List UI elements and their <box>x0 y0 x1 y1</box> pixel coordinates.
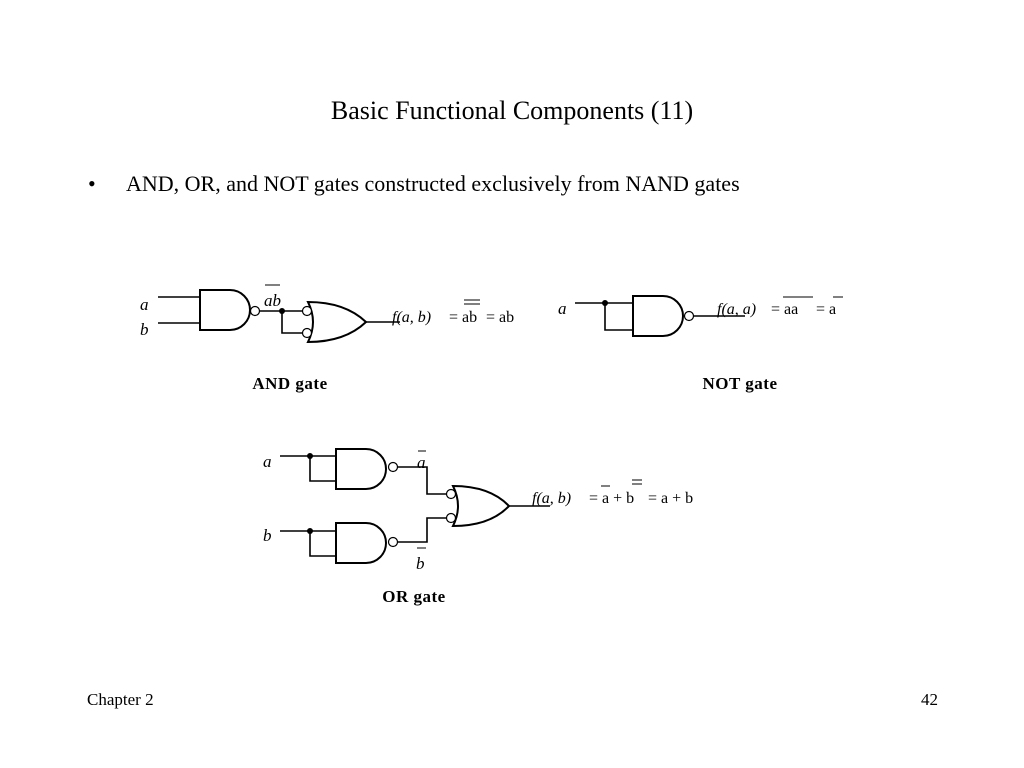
or-caption: OR gate <box>382 587 445 606</box>
or-wire-b-branch <box>309 531 336 557</box>
and-equation-rhs1: = ab <box>449 309 477 326</box>
not-equation-f: f(a, a) <box>717 301 756 318</box>
bullet-text: AND, OR, and NOT gates constructed exclu… <box>126 171 740 196</box>
or-equation-rhs2: = a + b <box>648 490 693 507</box>
not-input-a-label: a <box>558 299 567 318</box>
and-wire-mid-branch <box>281 311 310 334</box>
and-nand-bubble-1 <box>249 305 261 317</box>
or-inv-a-label: a <box>417 453 426 472</box>
and-caption: AND gate <box>252 374 327 393</box>
or-nand-gate-a <box>335 448 387 490</box>
footer-chapter: Chapter 2 <box>87 690 154 709</box>
or-wire-a-branch <box>309 456 336 482</box>
or-input-a-label: a <box>263 452 272 471</box>
not-gate-diagram: a f(a, a) = aa = a NOT gate <box>558 295 843 393</box>
or-nand-bubble-out-a <box>445 488 457 500</box>
and-input-b-label: b <box>140 320 149 339</box>
not-equation-rhs2: = a <box>816 301 836 318</box>
and-equation-rhs2: = ab <box>486 309 514 326</box>
bullet-item: • AND, OR, and NOT gates constructed excl… <box>88 171 740 197</box>
or-nand-bubble-a <box>387 461 399 473</box>
or-equation-rhs1: = a + b <box>589 490 634 507</box>
or-wire-inv-a <box>397 466 448 495</box>
not-equation-rhs1: = aa <box>771 301 798 318</box>
not-wire-branch <box>604 303 633 331</box>
or-wire-inv-b <box>397 517 448 543</box>
and-input-a-label: a <box>140 295 149 314</box>
or-gate-diagram: a b a b f(a, b) = a + b = a + b OR gate <box>263 448 693 606</box>
bullet-marker: • <box>88 171 96 196</box>
and-equation-f: f(a, b) <box>392 309 431 326</box>
and-nand-bubble-2a <box>301 305 313 317</box>
or-nand-gate-out <box>451 484 511 528</box>
not-caption: NOT gate <box>703 374 778 393</box>
not-nand-gate <box>632 295 684 337</box>
and-gate-diagram: a b ab f(a, b) = ab = ab AND gate <box>140 284 514 393</box>
slide-title: Basic Functional Components (11) <box>330 96 694 125</box>
and-nand-gate-1 <box>199 289 251 331</box>
or-nand-bubble-out-b <box>445 512 457 524</box>
and-intermediate-label: ab <box>264 291 281 310</box>
footer-page-number: 42 <box>921 690 938 709</box>
or-nand-gate-b <box>335 522 387 564</box>
or-equation-f: f(a, b) <box>532 490 571 507</box>
or-inv-b-label: b <box>416 554 425 573</box>
and-nand-gate-2 <box>306 300 368 344</box>
and-nand-bubble-2b <box>301 327 313 339</box>
not-nand-bubble <box>683 310 695 322</box>
or-input-b-label: b <box>263 526 272 545</box>
or-nand-bubble-b <box>387 536 399 548</box>
